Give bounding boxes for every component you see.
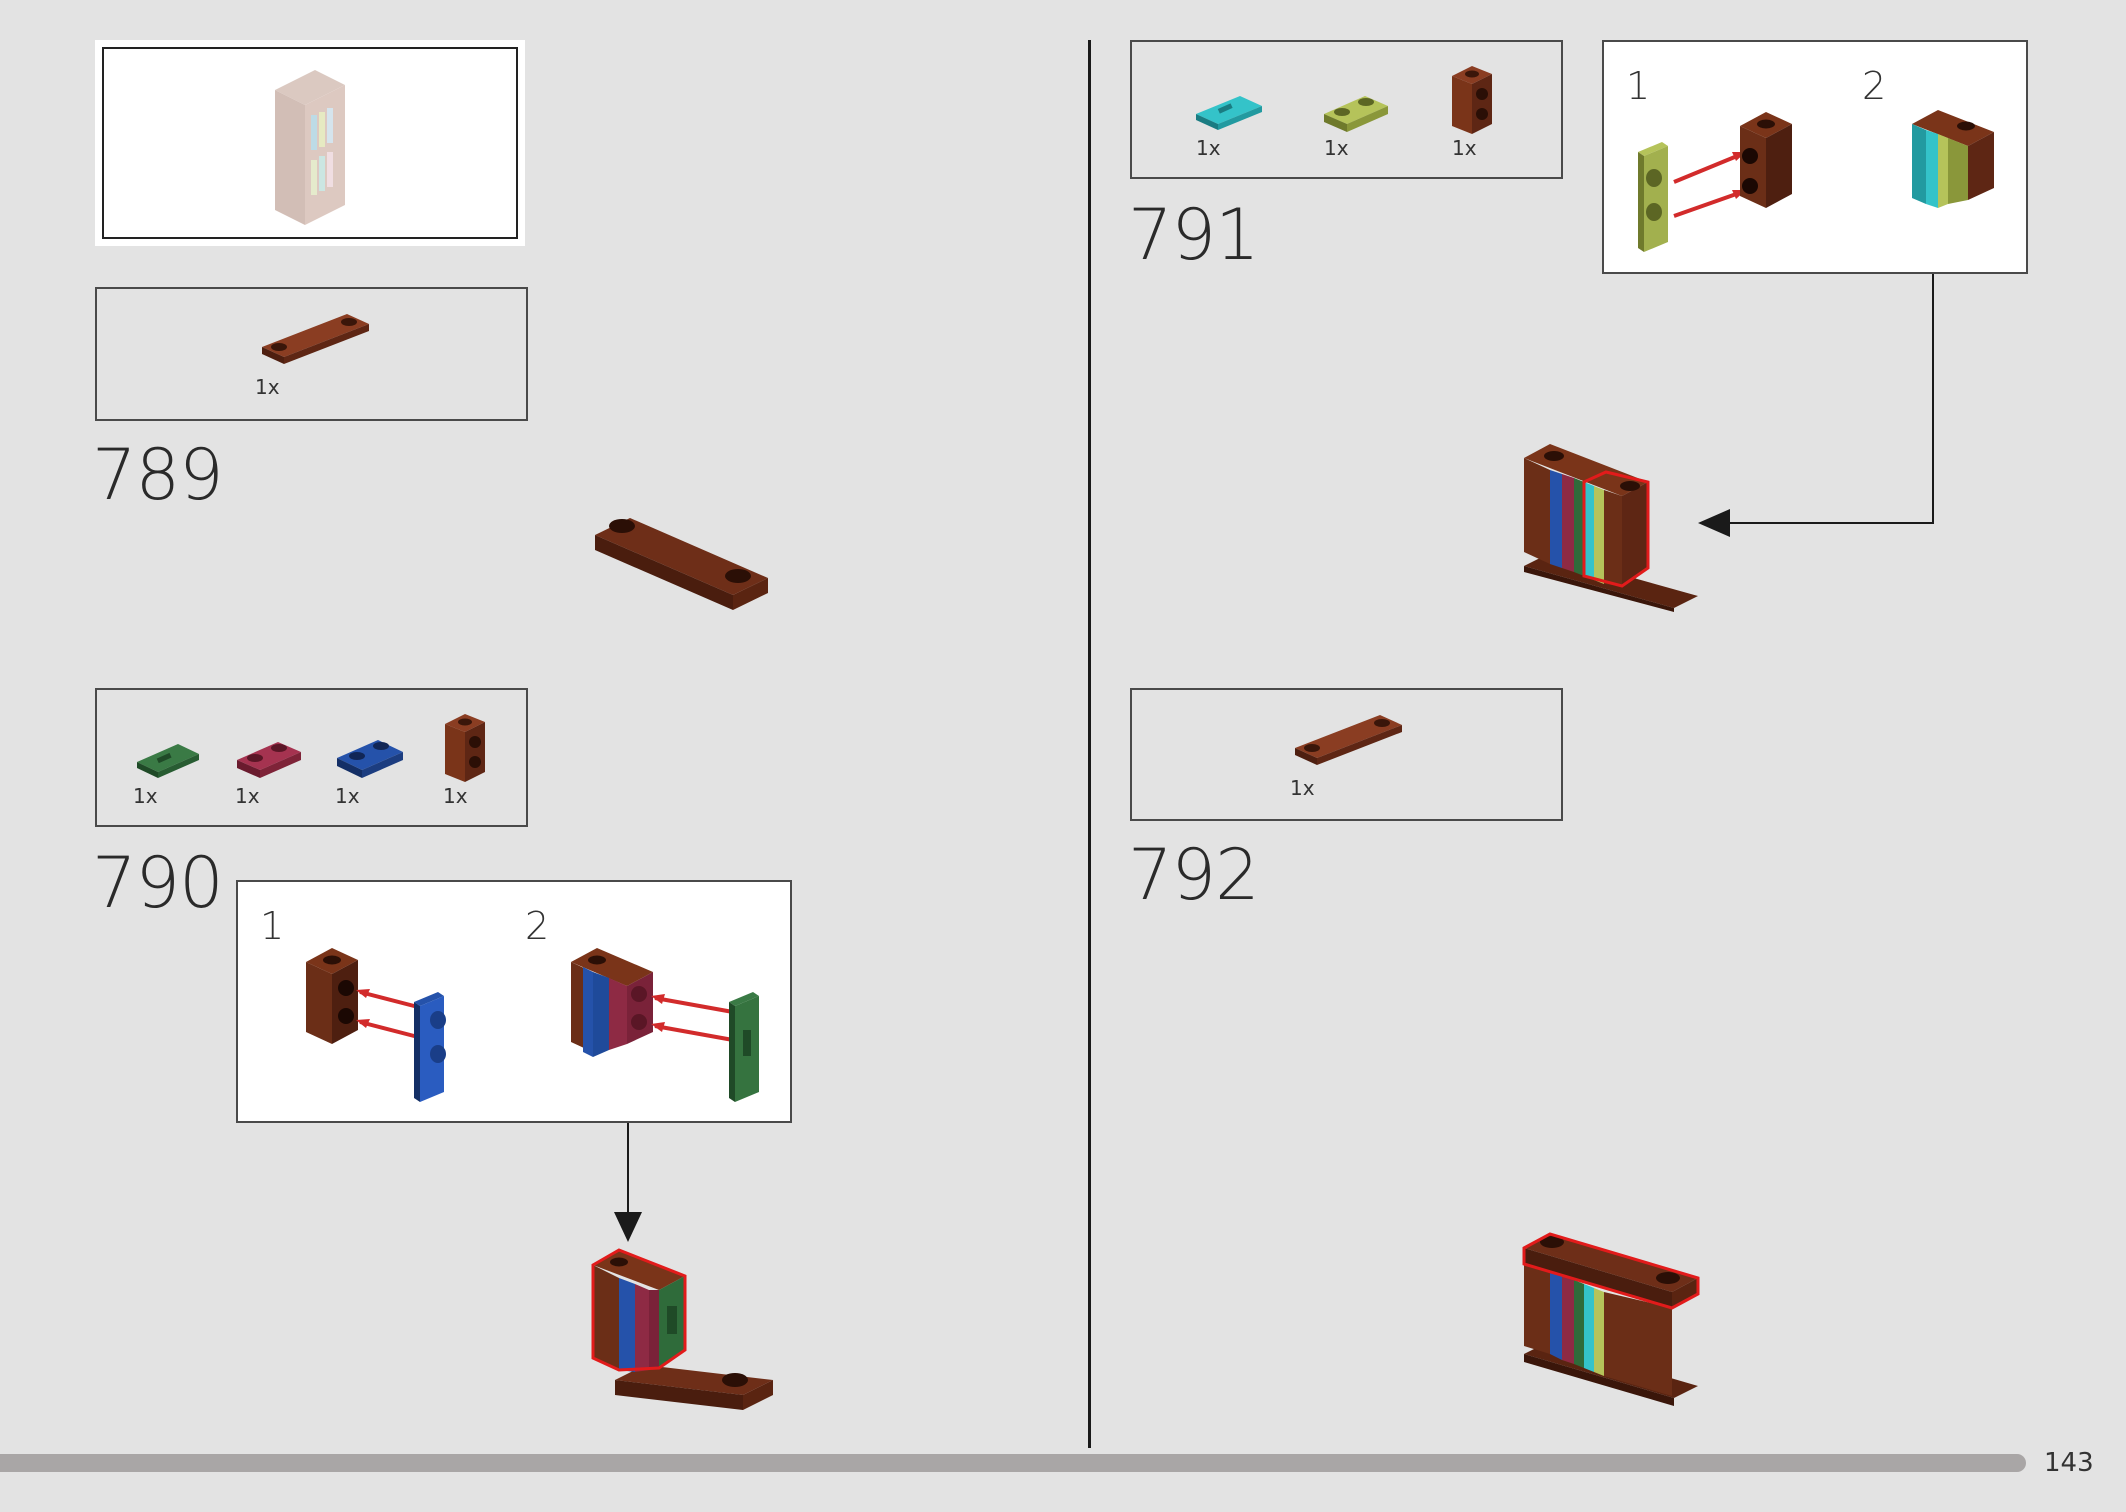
lime-plate-icon [1324,96,1388,132]
part-qty: 1x [335,784,360,808]
page-divider [1088,40,1091,1448]
substep-number: 2 [1862,64,1887,108]
callout-connector-line [1726,522,1934,524]
progress-bar [0,1454,2026,1472]
step-789-model-plate [595,518,768,610]
blue-plate-icon [337,740,403,778]
substep-number: 1 [1626,64,1651,108]
substep-number: 2 [525,904,550,948]
arrow-left-icon [1698,509,1730,537]
substep-2-assembly [1912,110,1994,208]
green-tile-icon [137,744,199,778]
step-number-791: 791 [1128,194,1260,276]
step-789-parts-box: 1x [95,287,528,421]
teal-tile-icon [1196,96,1262,130]
arrow-down-icon [614,1212,642,1242]
substep-number: 1 [260,904,285,948]
step-791-subassembly-callout: 1 2 [1602,40,2028,274]
part-qty: 1x [1324,136,1349,160]
step-790-subassembly-callout: 1 2 [236,880,792,1123]
step-792-model [1522,1232,1700,1406]
step-790-model [591,1248,773,1410]
part-qty: 1x [133,784,158,808]
magenta-plate-icon [237,742,301,778]
brown-brick-icon [1452,66,1492,134]
step-791-model [1524,444,1698,612]
substep-2-assembly [571,948,759,1102]
overview-thumbnail [95,40,525,246]
step-790-parts-box: 1x 1x 1x 1x [95,688,528,827]
step-number-792: 792 [1128,834,1260,916]
part-qty: 1x [1290,776,1315,800]
part-qty: 1x [1452,136,1477,160]
part-qty: 1x [235,784,260,808]
substep-1-assembly [1638,112,1792,252]
substep-1-assembly [306,948,446,1102]
brown-brick-icon [445,714,485,782]
bookcase-ghost-icon [275,70,345,225]
brown-plate-icon [262,314,369,364]
part-qty: 1x [1196,136,1221,160]
step-791-parts-box: 1x 1x 1x [1130,40,1563,179]
page-number: 143 [2044,1448,2094,1478]
step-number-789: 789 [92,434,224,516]
callout-connector-line [627,1123,629,1223]
brown-plate-icon [1295,715,1402,765]
part-qty: 1x [255,375,280,399]
callout-connector-line [1932,274,1934,524]
part-qty: 1x [443,784,468,808]
step-number-790: 790 [92,842,224,924]
step-792-parts-box: 1x [1130,688,1563,821]
